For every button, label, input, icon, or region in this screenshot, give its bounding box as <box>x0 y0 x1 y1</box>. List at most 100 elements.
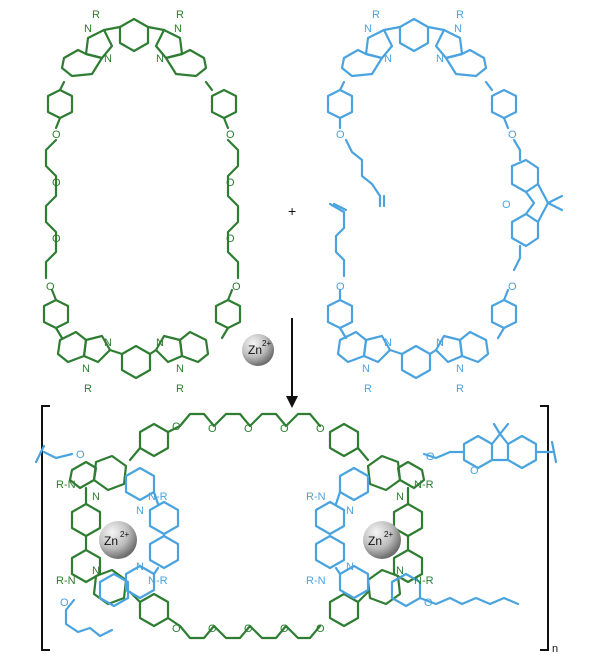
right-complex-labels: O O N-R N R-N N N R-N N N-R O <box>306 451 479 609</box>
product-top-O-3: O <box>244 423 253 435</box>
left-N-lower: N <box>92 565 100 577</box>
blue-O-left-bottom: O <box>336 281 345 293</box>
zinc-sphere-right <box>363 521 401 559</box>
right-O-xanthene: O <box>470 465 479 477</box>
green-bottom-pyridine <box>120 344 152 380</box>
blue-N-top-left-2: N <box>384 53 392 65</box>
green-macrocycle <box>42 17 242 380</box>
blue-R-bottom-left: R <box>364 383 372 395</box>
green-N-top-right: N <box>174 23 182 35</box>
arrow-head <box>286 396 298 408</box>
green-O-left-4: O <box>46 281 55 293</box>
zinc-reagent-charge: 2+ <box>262 339 271 348</box>
right-N-upper-b: N <box>346 505 354 517</box>
blue-O-right-top: O <box>508 129 517 141</box>
blue-N-bottom-right-2: N <box>456 363 464 375</box>
zinc-reagent: Zn 2+ <box>242 334 274 366</box>
left-complex-labels: O R-N N N-R N N N-R N R-N O <box>56 449 168 609</box>
blue-O-right-bottom: O <box>508 281 517 293</box>
green-O-right-3: O <box>226 233 235 245</box>
right-RN-upper: R-N <box>306 491 326 503</box>
product-top-O-5: O <box>316 423 325 435</box>
left-NR-upper: N-R <box>148 491 168 503</box>
blue-R-top-right: R <box>456 9 464 21</box>
blue-bottom-right-benzimidazole <box>428 330 490 364</box>
blue-top-pyridine <box>398 17 430 53</box>
green-N-top-left-2: N <box>104 53 112 65</box>
blue-xanthene-upper-ring <box>510 158 540 194</box>
left-RN-lower: R-N <box>56 575 76 587</box>
right-O-bottom: O <box>424 597 433 609</box>
green-top-right-benzimidazole <box>146 25 208 78</box>
right-N-lower: N <box>396 565 404 577</box>
polymer-subscript-n: n <box>552 643 558 655</box>
green-O-left-2: O <box>52 177 61 189</box>
product-top-O-2: O <box>208 423 217 435</box>
blue-N-top-right: N <box>454 23 462 35</box>
product-top-chain <box>128 412 370 462</box>
product-bottom-chain <box>128 590 370 640</box>
blue-N-top-left: N <box>364 23 372 35</box>
zinc-sphere-reagent <box>242 334 274 366</box>
green-O-left-3: O <box>52 233 61 245</box>
product-bottom-O-2: O <box>208 623 217 635</box>
blue-bottom-pyridine <box>400 344 432 380</box>
blue-R-top-left: R <box>372 9 380 21</box>
left-O-top: O <box>76 449 85 461</box>
zinc-sphere-left <box>99 521 137 559</box>
right-NR-lower: N-R <box>414 575 434 587</box>
green-N-top-left: N <box>84 23 92 35</box>
blue-lower-left-arm <box>326 202 354 340</box>
left-N-lower-b: N <box>136 561 144 573</box>
product-bottom-O-5: O <box>316 623 325 635</box>
green-N-bottom-right: N <box>156 337 164 349</box>
green-top-left-benzimidazole <box>60 25 122 78</box>
product-bottom-chain-oxygens: O O O O O <box>172 623 325 635</box>
left-zinc-complex: Zn 2+ <box>34 444 180 638</box>
green-O-right-2: O <box>226 177 235 189</box>
green-N-top-right-2: N <box>156 53 164 65</box>
green-R-bottom-left: R <box>84 383 92 395</box>
zinc-left-charge: 2+ <box>120 530 129 539</box>
right-N-upper: N <box>396 491 404 503</box>
zinc-left-symbol: Zn <box>104 534 118 548</box>
blue-R-bottom-right: R <box>456 383 464 395</box>
left-O-bottom: O <box>60 597 69 609</box>
green-atom-labels: R N N R N N O O O O O O O O N N R N N R <box>46 9 241 395</box>
blue-macrocycle <box>326 17 564 380</box>
green-top-pyridine <box>118 17 150 53</box>
green-left-chain <box>42 80 74 340</box>
blue-left-arm <box>326 80 386 208</box>
blue-O-xanthene: O <box>502 199 511 211</box>
plus-sign: + <box>288 203 296 219</box>
left-RN-upper: R-N <box>56 479 76 491</box>
product-top-O-1: O <box>172 421 181 433</box>
green-O-left-1: O <box>52 129 61 141</box>
green-N-bottom-left: N <box>104 337 112 349</box>
zinc-right-charge: 2+ <box>384 530 393 539</box>
blue-O-left-top: O <box>336 129 345 141</box>
green-R-top-left: R <box>92 9 100 21</box>
blue-N-bottom-left: N <box>384 337 392 349</box>
green-O-right-1: O <box>226 129 235 141</box>
green-right-chain <box>204 80 242 340</box>
product-bottom-O-4: O <box>280 623 289 635</box>
right-NR-upper: N-R <box>414 479 434 491</box>
right-RN-lower: R-N <box>306 575 326 587</box>
blue-atom-labels: R N N R N N O O O O O N N R N N R <box>336 9 517 395</box>
zinc-reagent-symbol: Zn <box>248 343 262 357</box>
green-N-bottom-left-2: N <box>82 363 90 375</box>
blue-top-right-benzimidazole <box>426 25 488 78</box>
reaction-arrow <box>286 318 298 408</box>
green-R-bottom-right: R <box>176 383 184 395</box>
right-zinc-complex: Zn 2+ <box>314 422 558 608</box>
blue-bottom-left-benzimidazole <box>336 330 404 364</box>
polymer-brackets: n <box>41 405 558 655</box>
green-O-right-4: O <box>232 281 241 293</box>
blue-N-top-right-2: N <box>436 53 444 65</box>
blue-right-arm <box>484 80 564 340</box>
blue-xanthene-lower-ring <box>510 212 540 248</box>
green-bottom-left-benzimidazole <box>56 330 124 364</box>
left-N-upper: N <box>92 491 100 503</box>
